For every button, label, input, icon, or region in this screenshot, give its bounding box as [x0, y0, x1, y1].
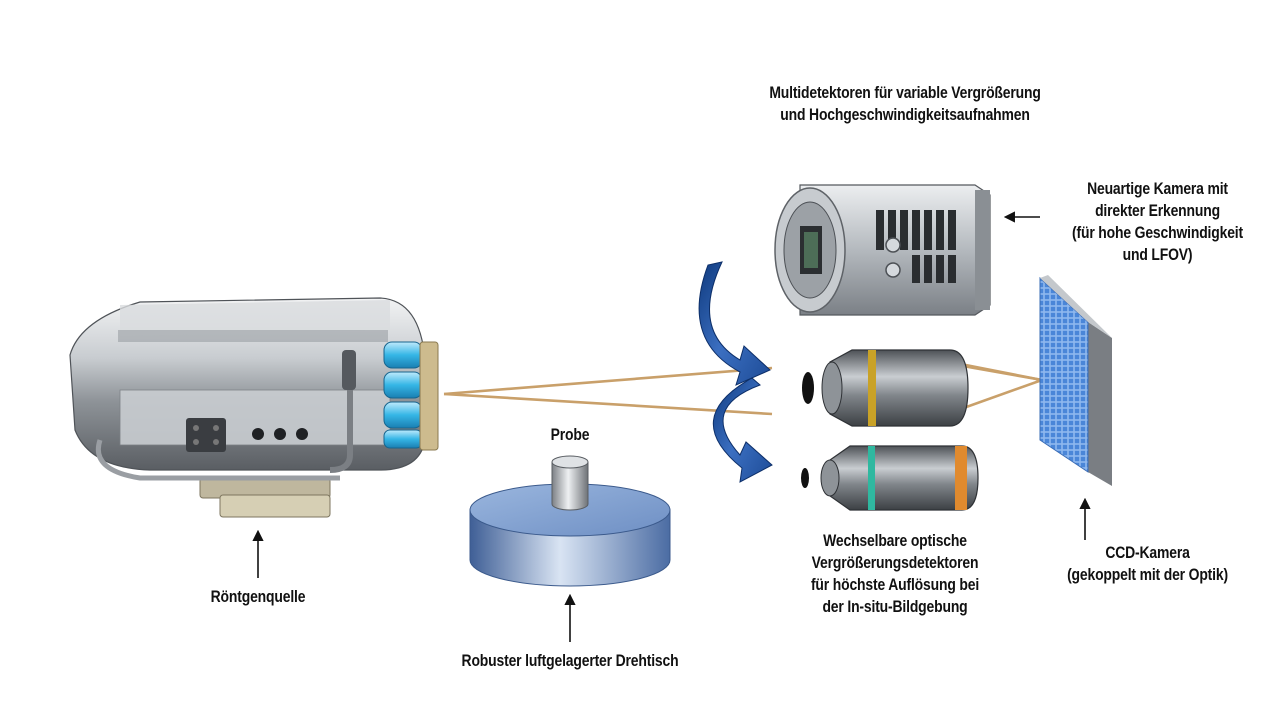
- label-camera: Neuartige Kamera mit direkter Erkennung …: [1061, 178, 1254, 266]
- label-ccd-camera: CCD-Kamera (gekoppelt mit der Optik): [1051, 542, 1244, 586]
- label-xray-source: Röntgenquelle: [192, 586, 323, 608]
- label-ccd-camera-line-1: CCD-Kamera: [1105, 543, 1190, 562]
- x-ray-source-cyan-rings: [383, 341, 423, 449]
- label-probe-text: Probe: [550, 425, 590, 444]
- pointer-arrow-icon: [252, 211, 1091, 642]
- label-ccd-camera-line-2: (gekoppelt mit der Optik): [1067, 565, 1228, 584]
- label-optical-detectors-line-4: der In-situ-Bildgebung: [822, 597, 968, 616]
- x-ray-source-icon: [69, 297, 439, 518]
- label-camera-line-1: Neuartige Kamera mit: [1087, 179, 1228, 198]
- label-optical-detectors-line-3: für höchste Auflösung bei: [810, 575, 980, 594]
- label-multidetector-line-1: Multidetektoren für variable Vergrößerun…: [769, 83, 1041, 102]
- label-optical-detectors-line-2: Vergrößerungsdetektoren: [811, 553, 979, 572]
- label-camera-line-3: (für hohe Geschwindigkeit: [1072, 223, 1243, 242]
- swap-arrow-icon: [698, 261, 771, 386]
- label-xray-source-text: Röntgenquelle: [210, 587, 306, 606]
- label-optical-detectors: Wechselbare optische Vergrößerungsdetekt…: [797, 530, 994, 618]
- label-optical-detectors-line-1: Wechselbare optische: [823, 531, 967, 550]
- swap-arrow-icon: [713, 377, 773, 483]
- label-probe: Probe: [537, 424, 603, 446]
- sample-cylinder-icon: [551, 455, 589, 511]
- ccd-detector-panel-icon: [1039, 275, 1112, 486]
- label-camera-line-2: direkter Erkennung: [1095, 201, 1220, 220]
- objective-lens-icon: [802, 349, 969, 427]
- label-camera-line-4: und LFOV): [1122, 245, 1193, 264]
- label-multidetector-line-2: und Hochgeschwindigkeitsaufnahmen: [780, 105, 1030, 124]
- direct-detection-camera-icon: [774, 184, 991, 316]
- label-rotation-stage: Robuster luftgelagerter Drehtisch: [447, 650, 693, 672]
- objective-lens-icon: [801, 445, 979, 511]
- label-multidetector: Multidetektoren für variable Vergrößerun…: [753, 82, 1056, 126]
- label-rotation-stage-text: Robuster luftgelagerter Drehtisch: [461, 651, 679, 670]
